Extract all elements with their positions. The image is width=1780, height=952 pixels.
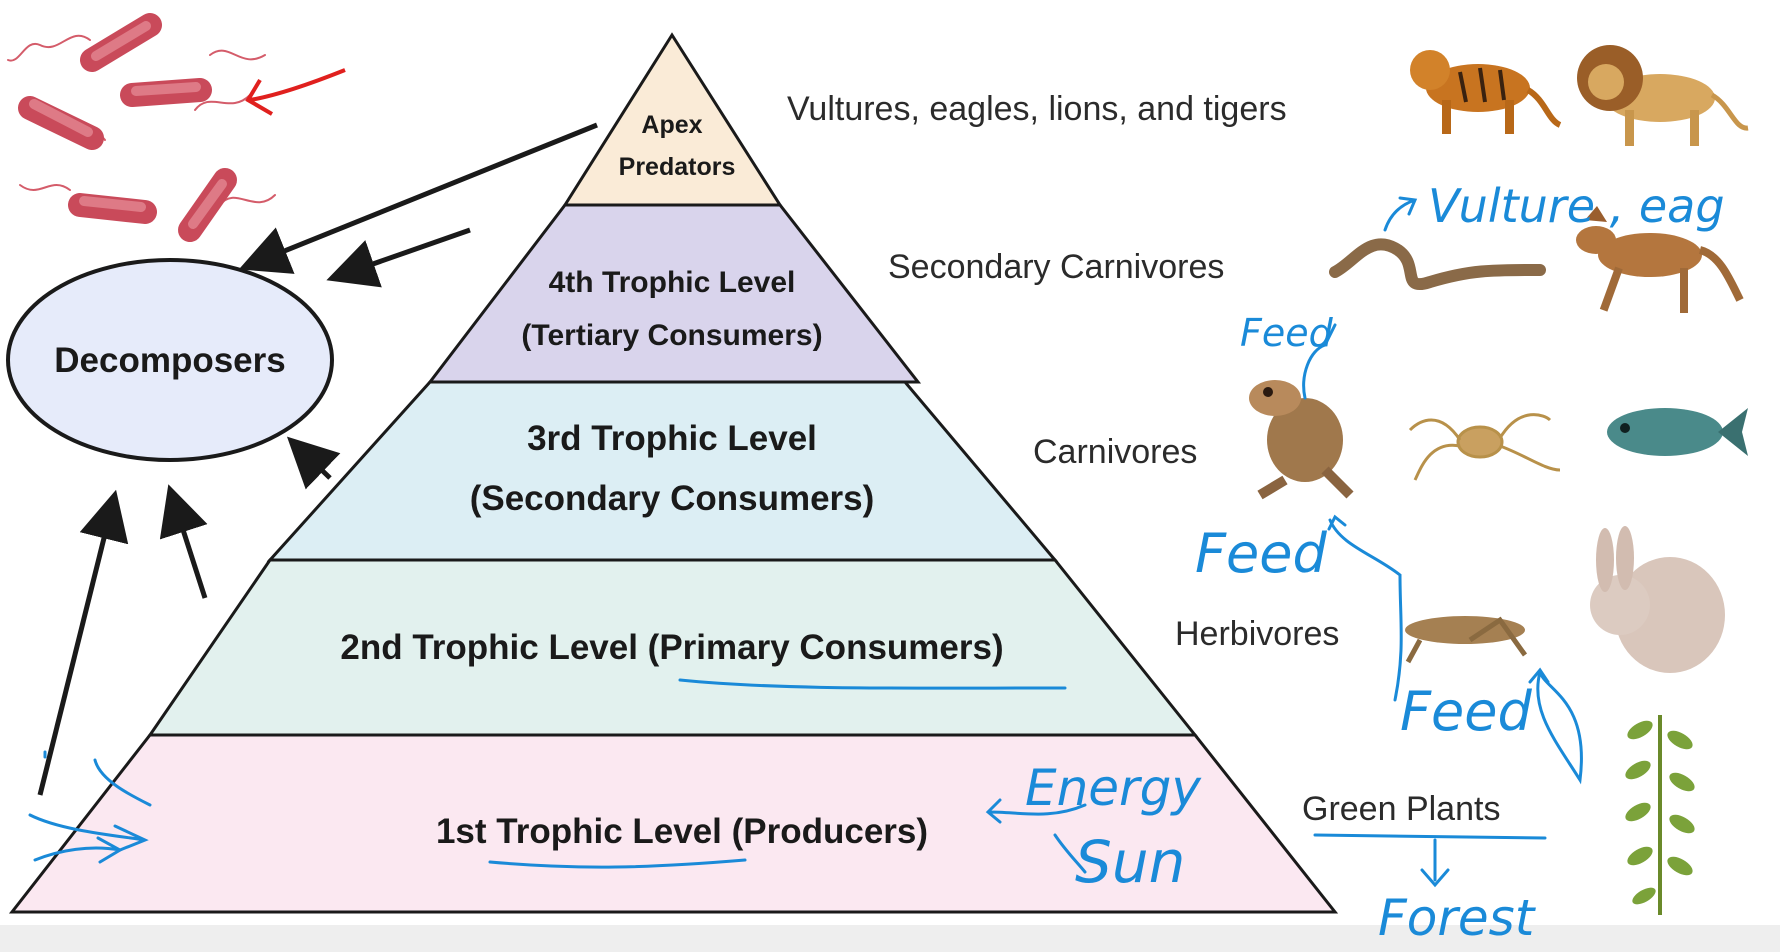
fish-icon	[1607, 408, 1748, 456]
plant-icon	[1625, 715, 1695, 915]
handwritten-forest: Forest	[1378, 889, 1537, 947]
category-herbivores: Herbivores	[1175, 615, 1339, 653]
pyramid: Apex Predators 4th Trophic Level (Tertia…	[8, 32, 1339, 914]
category-green-plants: Green Plants	[1302, 790, 1500, 828]
decomposers-ellipse	[6, 258, 334, 462]
decomposers-label: Decomposers	[54, 341, 285, 380]
handwritten-feed-mid: Feed	[1195, 522, 1328, 585]
category-carnivores: Carnivores	[1033, 433, 1197, 471]
arrow-level2	[159, 484, 208, 599]
level-3-label-line2: (Secondary Consumers)	[470, 479, 875, 518]
arrow-apex	[238, 122, 598, 274]
level-4-label-line1: 4th Trophic Level	[549, 266, 796, 299]
red-annotation-arrow	[245, 68, 346, 116]
level-4-label-line2: (Tertiary Consumers)	[521, 319, 822, 352]
handwritten-feed-low: Feed	[1400, 680, 1533, 743]
snake-icon	[1329, 238, 1546, 290]
handwritten-vulture: Vulture , eag	[1428, 179, 1725, 233]
rabbit-icon	[1590, 526, 1725, 673]
coyote-icon	[1576, 206, 1744, 313]
level-3-shape	[266, 380, 1059, 562]
category-secondary-carnivores: Secondary Carnivores	[888, 248, 1224, 286]
decomposers: Decomposers	[6, 258, 334, 462]
arrow-level1	[37, 489, 129, 796]
tiger-icon	[1410, 50, 1562, 134]
apex-label-line2: Predators	[619, 153, 736, 181]
frog-icon	[1249, 380, 1354, 500]
bacteria-icon	[7, 13, 276, 242]
bottom-band	[0, 925, 1780, 952]
handwritten-feed-top: Feed	[1240, 311, 1334, 355]
decomposer-arrows	[37, 122, 598, 796]
level-1-label: 1st Trophic Level (Producers)	[436, 812, 928, 851]
level-2-label: 2nd Trophic Level (Primary Consumers)	[340, 628, 1003, 667]
arrow-level3	[286, 436, 341, 490]
apex-shape	[562, 32, 783, 207]
category-apex: Vultures, eagles, lions, and tigers	[787, 90, 1287, 128]
handwritten-annotations	[28, 196, 1583, 888]
spider-icon	[1408, 413, 1561, 481]
level-3-label-line1: 3rd Trophic Level	[527, 419, 817, 458]
handwritten-energy: Energy	[1025, 759, 1202, 817]
arrow-level4	[326, 227, 471, 288]
apex-label-line1: Apex	[641, 111, 702, 139]
lion-icon	[1577, 45, 1749, 146]
handwritten-sun: Sun	[1075, 828, 1185, 896]
grasshopper-icon	[1405, 616, 1528, 664]
